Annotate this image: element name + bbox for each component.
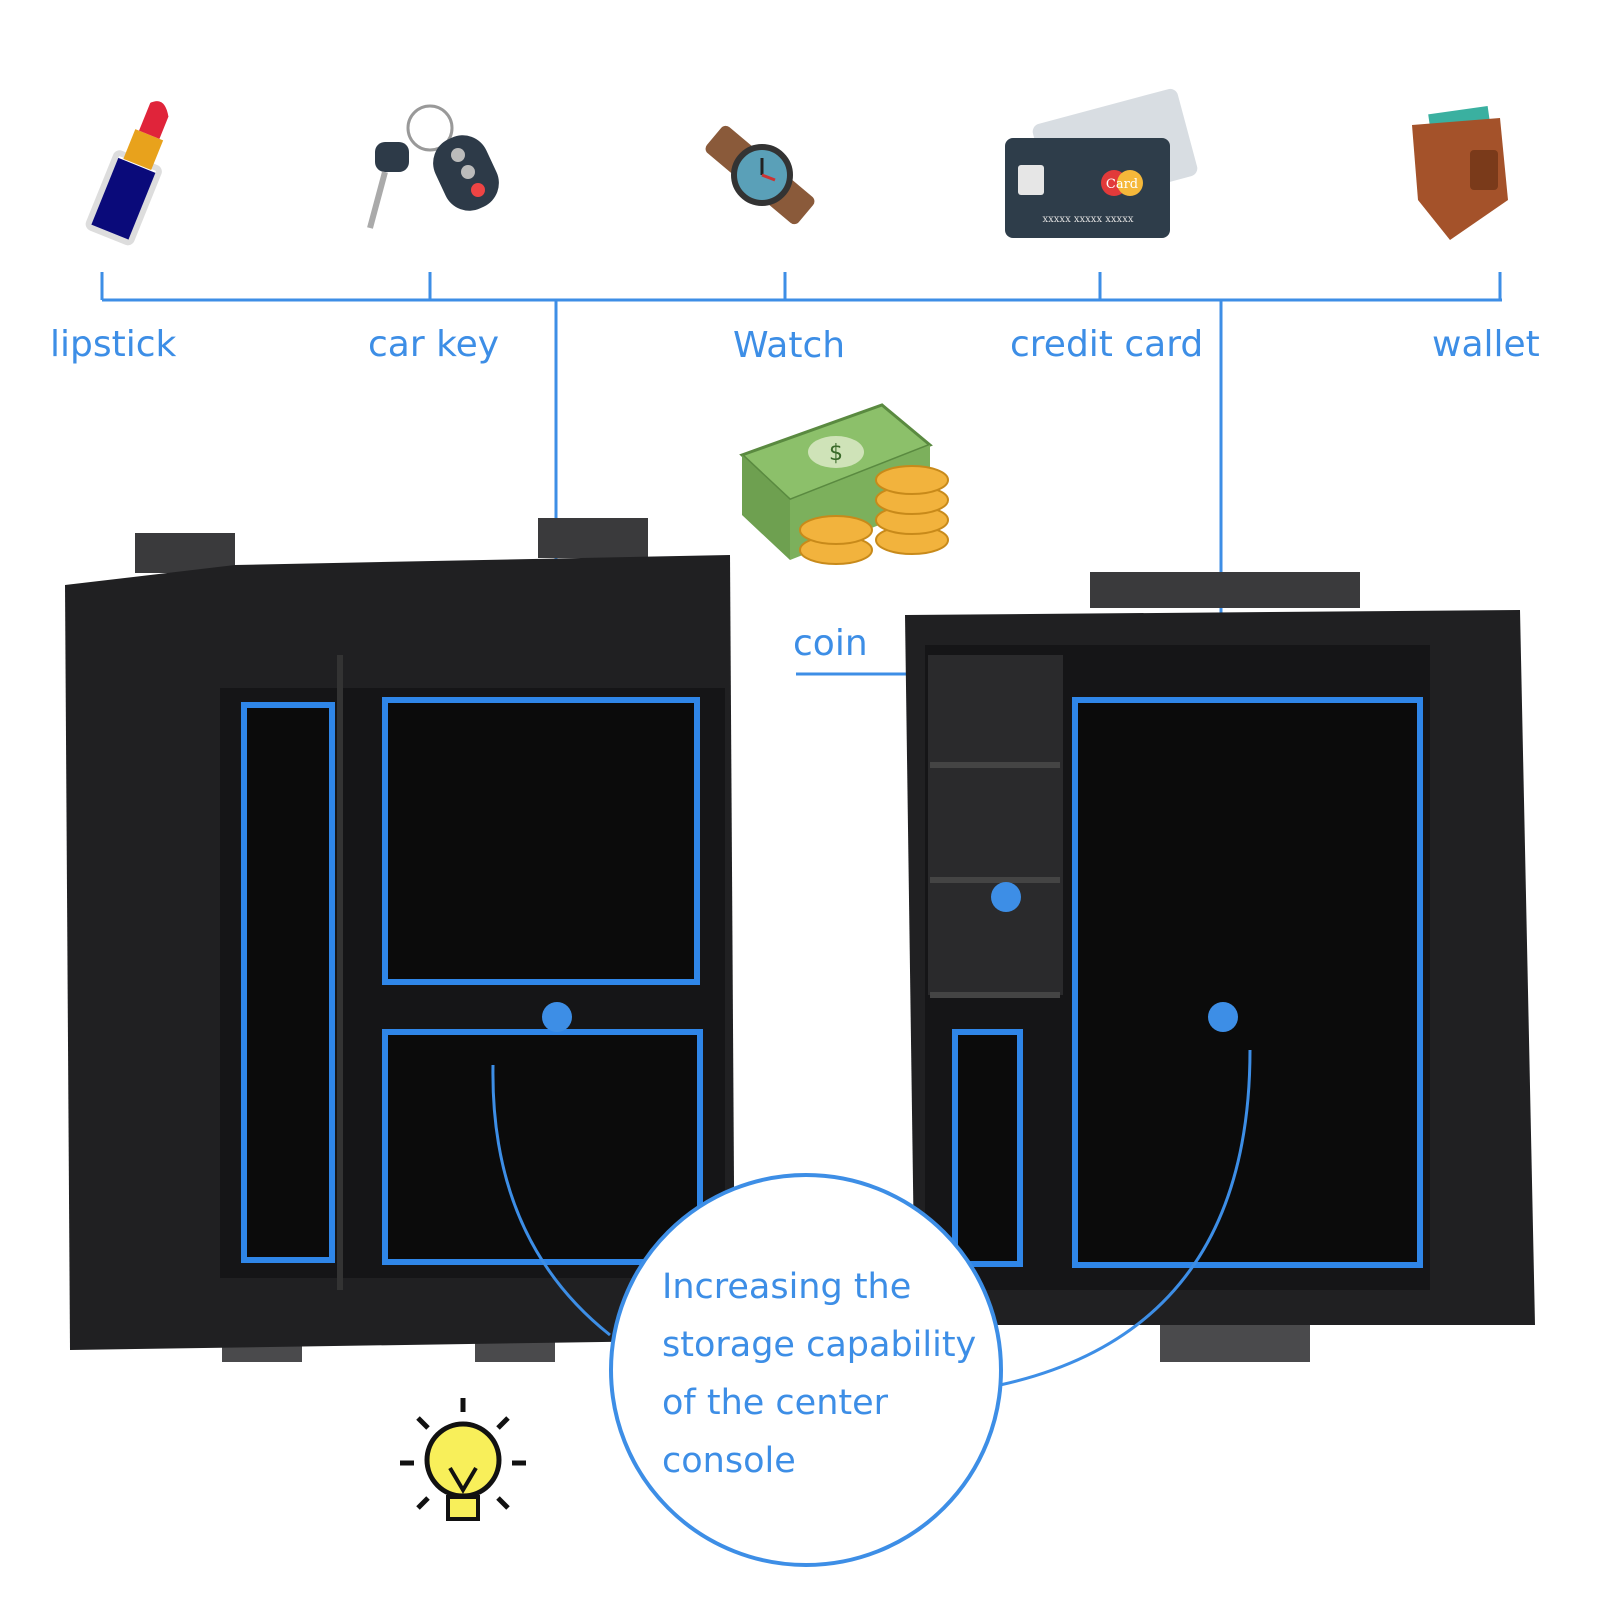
- label-watch: Watch: [733, 325, 846, 366]
- callout-line: of the center: [662, 1383, 889, 1423]
- label-wallet: wallet: [1432, 324, 1540, 365]
- left-console-tray: [65, 518, 735, 1362]
- svg-text:$: $: [829, 441, 843, 466]
- marker-dot: [991, 882, 1021, 912]
- money-coins-icon: $: [739, 403, 949, 565]
- credit-card-icon: Card xxxxx xxxxx xxxxx: [1005, 88, 1198, 238]
- callout-arcs: [491, 1049, 1252, 1387]
- lightbulb-icon: [375, 1385, 565, 1570]
- label-lipstick: lipstick: [50, 324, 177, 365]
- callout-circle: [609, 1173, 1003, 1567]
- right-console-tray: [905, 572, 1535, 1362]
- lipstick-icon: [85, 101, 169, 246]
- marker-dot: [542, 1002, 572, 1032]
- card-digits-text: xxxxx xxxxx xxxxx: [1043, 214, 1134, 225]
- card-brand-text: Card: [1106, 177, 1138, 192]
- wallet-icon: [1412, 105, 1508, 240]
- marker-dot: [1208, 1002, 1238, 1032]
- callout-line: console: [662, 1441, 796, 1481]
- label-car-key: car key: [368, 324, 500, 365]
- callout-text: Increasing the storage capability of the…: [662, 1258, 976, 1490]
- label-credit-card: credit card: [1010, 324, 1204, 365]
- callout-line: storage capability: [662, 1325, 977, 1365]
- callout-line: Increasing the: [662, 1267, 912, 1307]
- label-coin: coin: [793, 623, 868, 664]
- car-key-icon: [367, 104, 499, 229]
- watch-icon: [705, 125, 815, 225]
